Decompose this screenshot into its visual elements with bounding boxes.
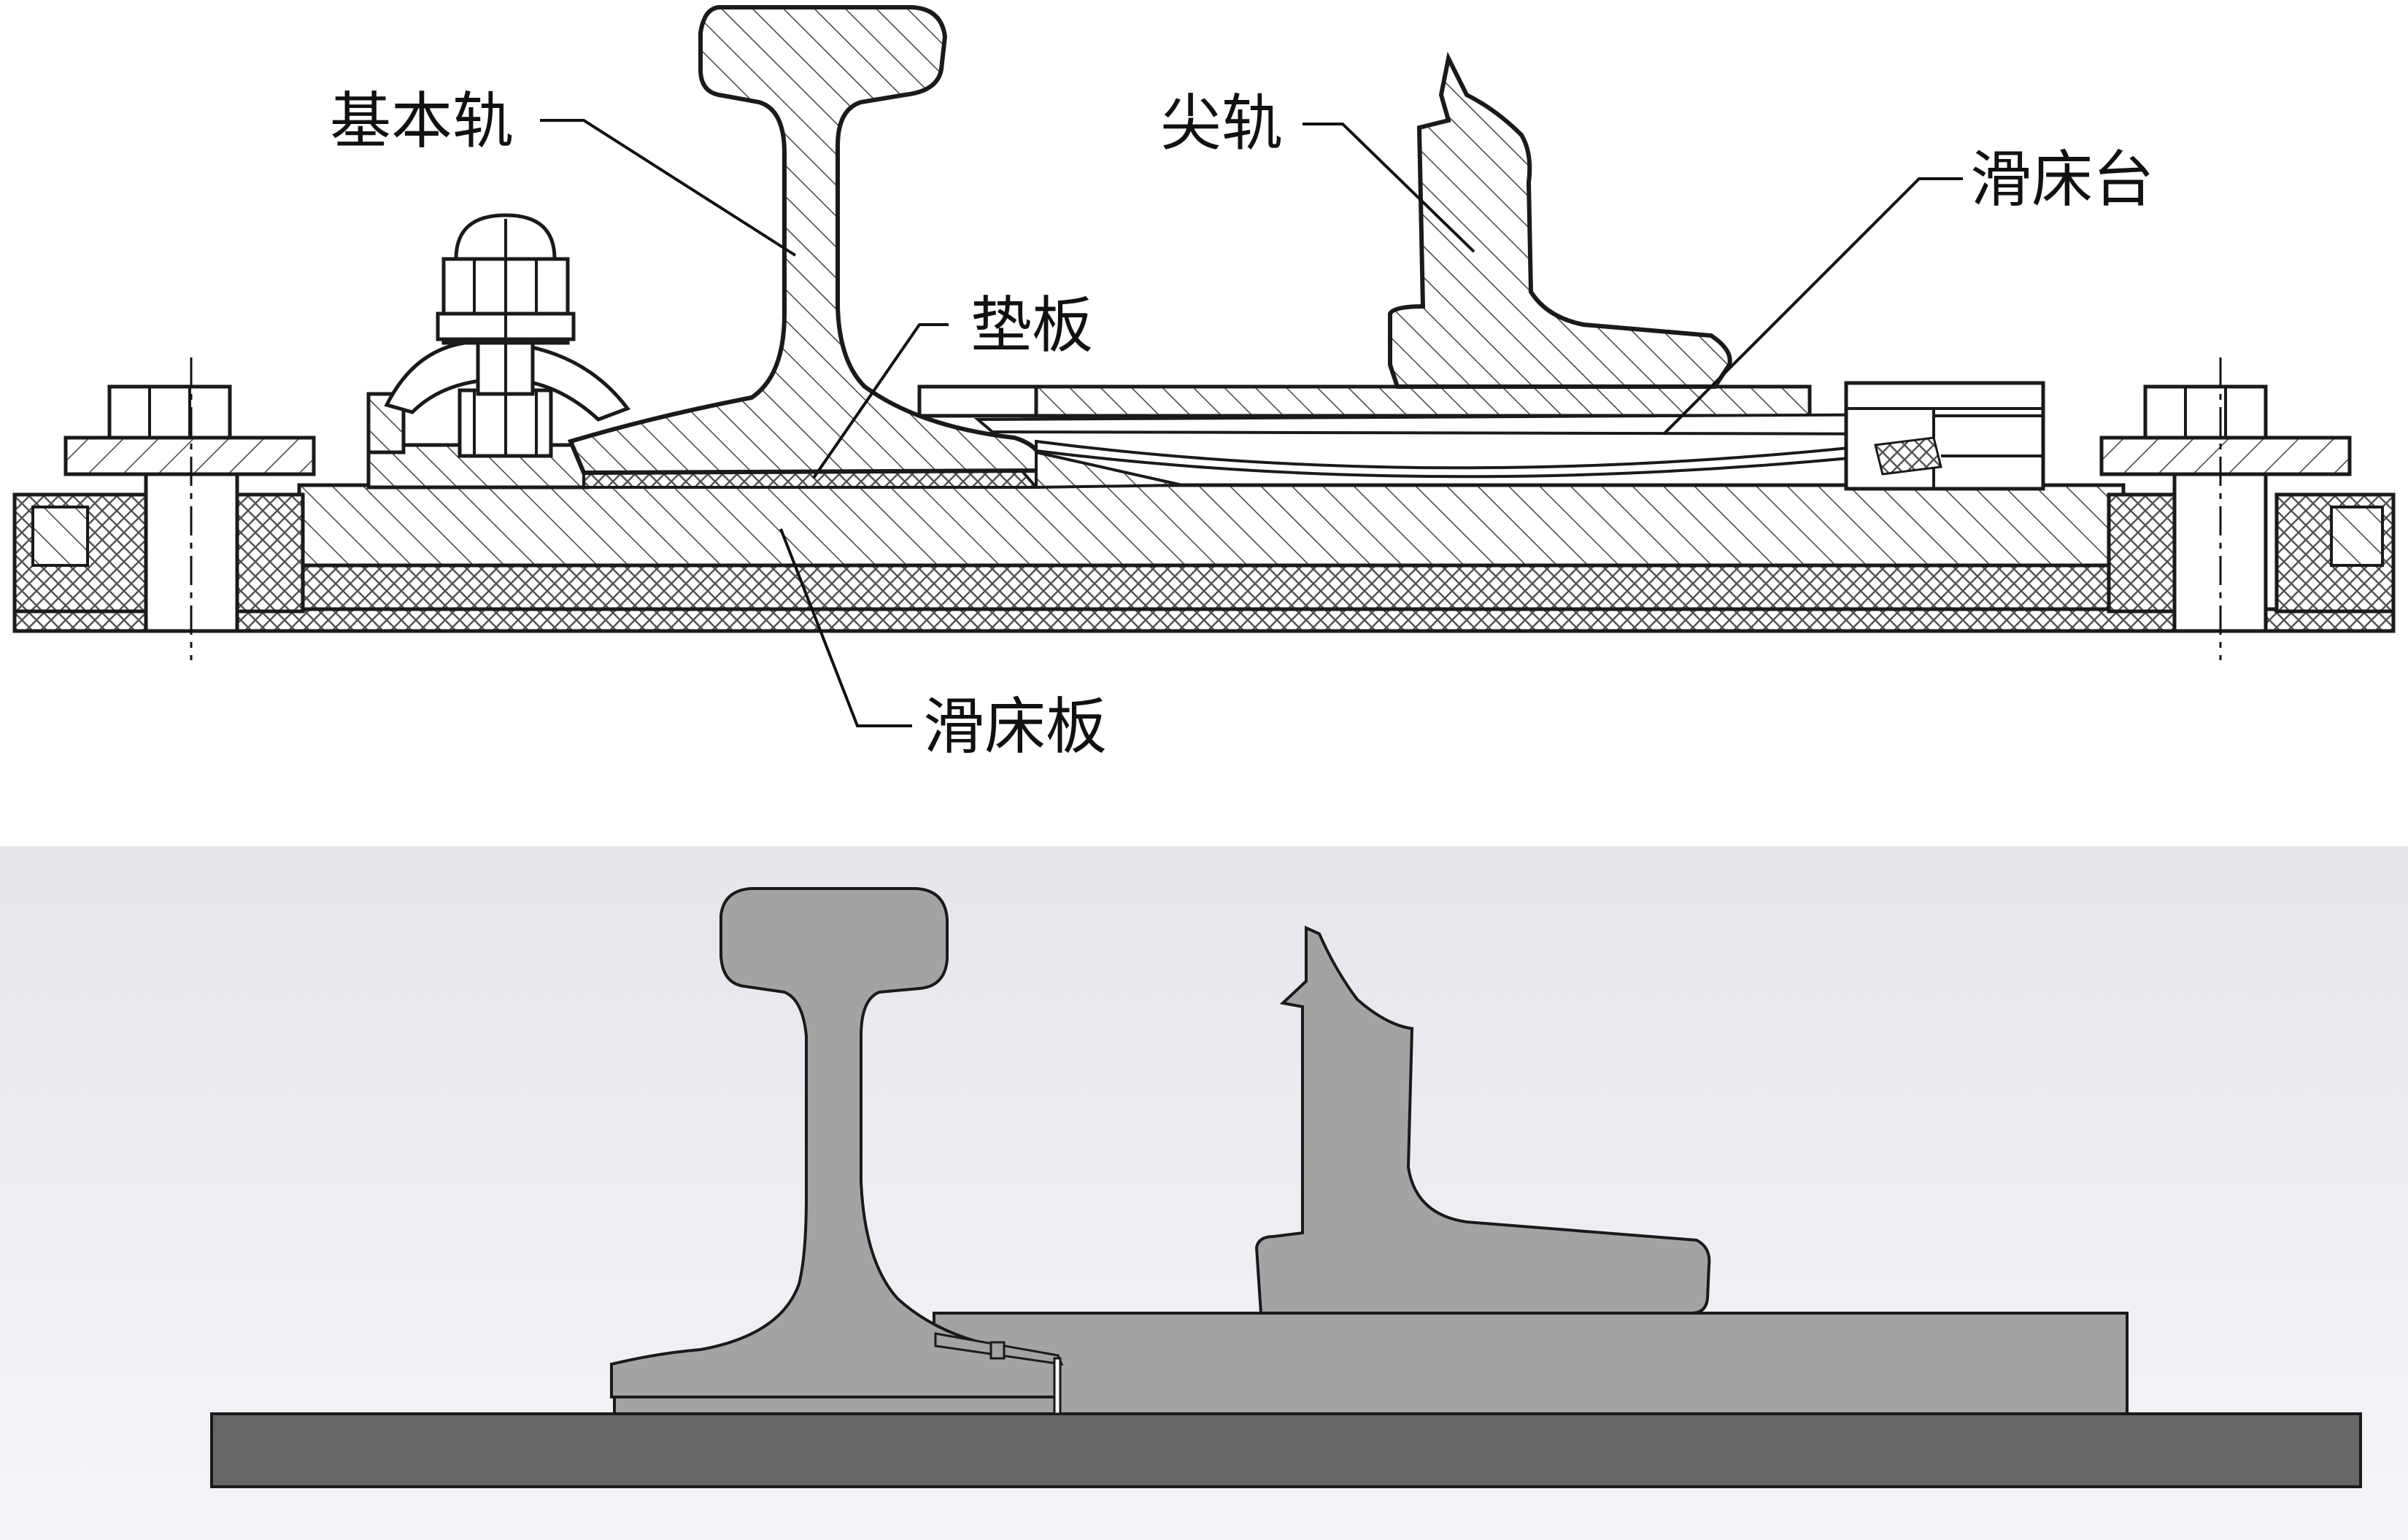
base-bottom-plate (12, 607, 2396, 633)
left-inner-box (31, 506, 89, 567)
right-inner-box (2330, 506, 2384, 567)
render-clip-tab (989, 1341, 1006, 1360)
render-view (0, 846, 2408, 1540)
render-stock-rail (610, 887, 1060, 1398)
insulation-layer (250, 563, 2122, 611)
leader-pad (812, 323, 949, 479)
label-pad: 垫板 (970, 290, 1093, 361)
render-wedge (1053, 1357, 1062, 1415)
left-anchor-bolt (63, 357, 316, 660)
rail-clip-assembly (366, 213, 631, 490)
right-bracket (1844, 381, 2045, 491)
right-anchor-bolt (2099, 357, 2352, 660)
label-slide-plate: 滑床板 (923, 691, 1107, 762)
leader-slide-plate (779, 528, 912, 727)
label-switch-rail: 尖轨 (1160, 88, 1283, 159)
render-base-plate (210, 1412, 2362, 1488)
render-switch-rail (1254, 925, 1711, 1315)
label-slide-chair: 滑床台 (1970, 144, 2154, 215)
slide-chair-curve (1035, 436, 1942, 479)
leader-switch-rail (1303, 123, 1475, 253)
right-sleeve (2107, 492, 2177, 614)
leader-slide-chair (1662, 177, 1963, 436)
switch-rail (1388, 51, 1732, 389)
slide-chair-lower (973, 412, 1951, 436)
slide-plate (297, 483, 2126, 568)
render-pad (613, 1396, 1057, 1415)
right-bolt-hole (2172, 465, 2268, 633)
render-slide-chair (933, 1312, 2129, 1415)
left-sleeve (235, 492, 305, 614)
wedge-block (1035, 450, 1183, 490)
label-stock-rail: 基本轨 (330, 85, 514, 157)
leader-stock-rail (540, 119, 797, 257)
technical-drawing: 基本轨 尖轨 滑床台 垫板 滑床板 (12, 5, 2396, 762)
slide-chair-hatched (1034, 384, 1812, 418)
